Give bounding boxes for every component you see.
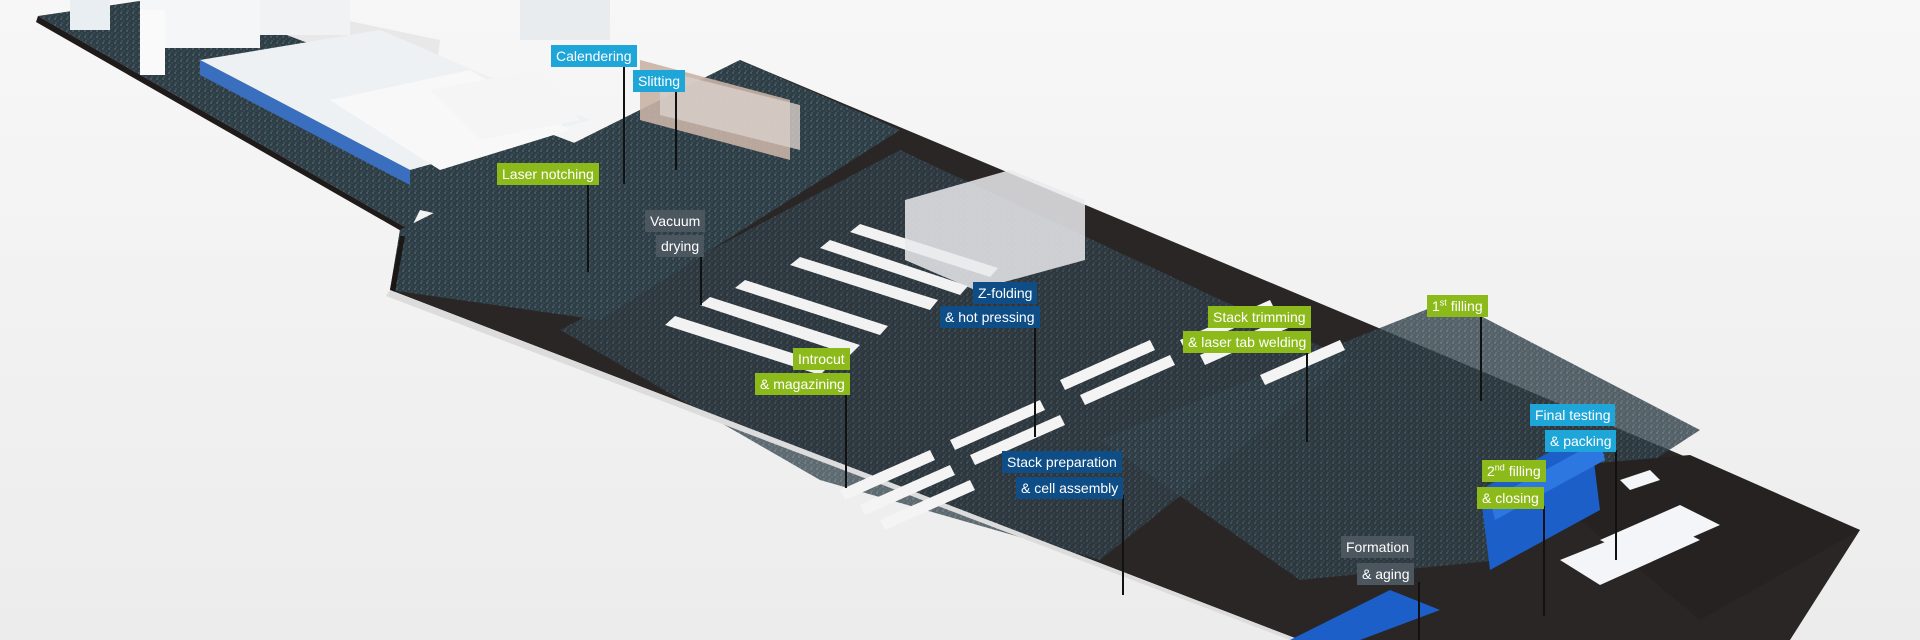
- label-calendering: Calendering: [551, 45, 637, 67]
- leader-stack-preparation: [1122, 495, 1124, 595]
- leader-second-filling: [1543, 506, 1545, 616]
- leader-slitting: [675, 90, 677, 170]
- label-formation-2: & aging: [1357, 563, 1415, 585]
- leader-laser-notching: [587, 182, 589, 272]
- label-stack-trimming-1: Stack trimming: [1208, 306, 1311, 328]
- label-vacuum-drying-2: drying: [656, 235, 705, 257]
- leader-first-filling: [1480, 316, 1482, 401]
- leader-z-folding: [1034, 327, 1036, 437]
- label-laser-notching: Laser notching: [497, 163, 599, 185]
- label-stack-preparation-2: & cell assembly: [1016, 477, 1124, 499]
- label-stack-preparation-1: Stack preparation: [1002, 451, 1122, 473]
- leader-introcut: [845, 393, 847, 488]
- label-final-testing-2: & packing: [1545, 430, 1617, 452]
- leader-formation: [1418, 582, 1420, 640]
- building-cluster: [70, 0, 610, 75]
- label-z-folding-2: & hot pressing: [940, 306, 1040, 328]
- label-z-folding-1: Z-folding: [973, 282, 1038, 304]
- label-stack-trimming-2: & laser tab welding: [1183, 331, 1312, 353]
- label-second-filling-1: 2nd filling: [1482, 460, 1546, 482]
- floor-main: [386, 60, 1860, 640]
- label-introcut-2: & magazining: [755, 373, 850, 395]
- leader-vacuum-drying: [700, 255, 702, 305]
- label-first-filling: 1st filling: [1427, 295, 1488, 317]
- label-second-filling-2: & closing: [1477, 487, 1544, 509]
- leader-final-testing: [1615, 450, 1617, 560]
- label-vacuum-drying-1: Vacuum: [645, 210, 706, 232]
- label-slitting: Slitting: [633, 70, 686, 92]
- coating-machines: [200, 30, 590, 185]
- final-testing-area: [1560, 470, 1720, 585]
- label-formation-1: Formation: [1341, 536, 1415, 558]
- z-folding-racks: [905, 170, 1085, 290]
- label-final-testing-1: Final testing: [1530, 404, 1616, 426]
- label-introcut-1: Introcut: [793, 348, 850, 370]
- leader-calendering: [623, 64, 625, 184]
- leader-stack-trimming: [1306, 352, 1308, 442]
